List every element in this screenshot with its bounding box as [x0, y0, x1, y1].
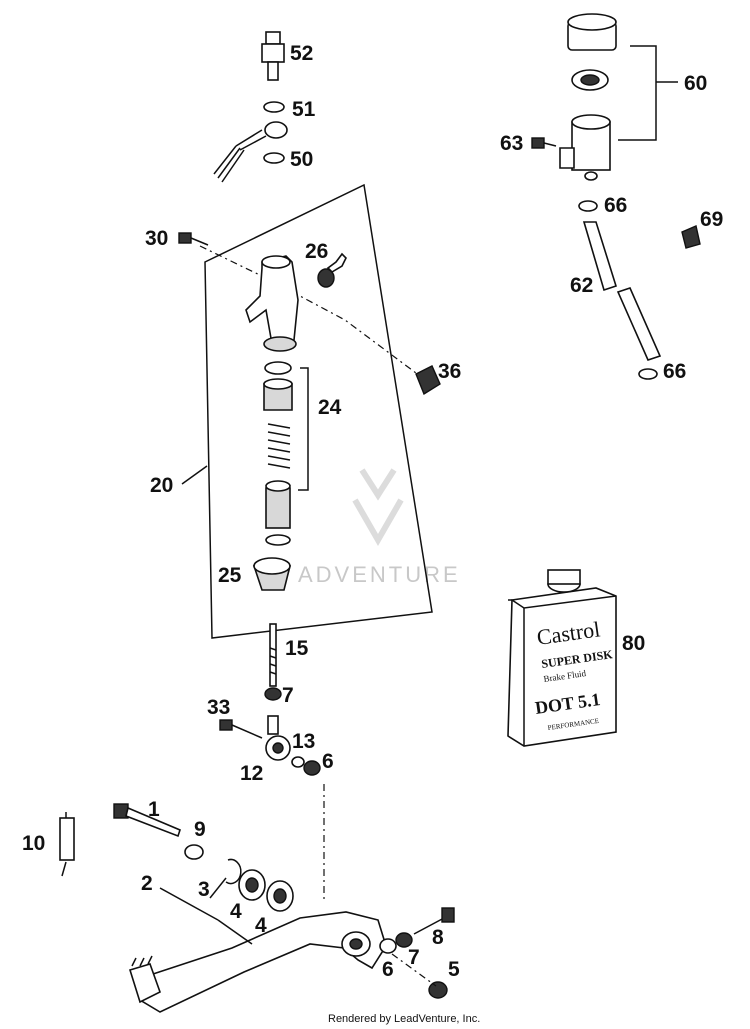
label-63: 63: [500, 132, 523, 155]
part-36-cap: [415, 365, 441, 396]
label-51: 51: [292, 98, 316, 121]
part-60-reservoir: [559, 13, 678, 181]
label-66-lower: 66: [663, 360, 686, 383]
part-12-clevis: [265, 715, 291, 761]
part-63-bolt: [531, 137, 557, 149]
label-6-upper: 6: [322, 750, 334, 773]
part-7-nut: [264, 687, 282, 701]
label-69: 69: [700, 208, 723, 231]
label-8: 8: [432, 926, 444, 949]
part-66-clamp-lower: [638, 368, 658, 380]
label-5: 5: [448, 958, 460, 981]
watermark-text: ADVENTURE: [298, 562, 461, 587]
label-4-a: 4: [230, 900, 242, 923]
circlip: [265, 534, 291, 546]
part-52-brake-switch: [261, 31, 285, 81]
part-69-grommet: [681, 225, 701, 249]
footer-credit: Rendered by LeadVenture, Inc.: [328, 1013, 480, 1025]
label-7-lower: 7: [408, 946, 420, 969]
label-10: 10: [22, 832, 45, 855]
part-50-brake-hose: [213, 121, 288, 183]
label-9: 9: [194, 818, 206, 841]
part-13-washer: [291, 756, 305, 768]
part-30-bolt: [178, 232, 209, 246]
master-cylinder-body: [245, 255, 299, 352]
part-10-spring: [59, 812, 75, 877]
part-2-brake-pedal: [128, 911, 387, 1013]
label-26: 26: [305, 240, 328, 263]
part-62-hose: [582, 221, 662, 361]
label-20: 20: [150, 474, 173, 497]
leader-lines: [159, 877, 253, 945]
label-33: 33: [207, 696, 230, 719]
part-3-circlip: [225, 858, 242, 885]
part-80-brake-fluid: Castrol SUPER DISK Brake Fluid DOT 5.1 P…: [507, 569, 617, 747]
label-25: 25: [218, 564, 242, 587]
label-66-upper: 66: [604, 194, 627, 217]
label-7-upper: 7: [282, 684, 294, 707]
label-4-b: 4: [255, 914, 267, 937]
part-5-nut: [428, 981, 448, 999]
part-1-pivot-bolt: [113, 803, 181, 838]
part-26-fitting: [317, 252, 347, 288]
label-36: 36: [438, 360, 461, 383]
label-30: 30: [145, 227, 168, 250]
part-number-labels: 52 51 50 30 26 36 24 20 25 15 7 33 13 6 …: [22, 42, 723, 981]
part-66-clamp-upper: [578, 200, 598, 212]
part-51-washer: [263, 101, 285, 113]
label-13: 13: [292, 730, 315, 753]
label-12: 12: [240, 762, 263, 785]
label-80: 80: [622, 632, 645, 655]
part-8-bolt: [413, 907, 455, 935]
part-6-washer: [379, 938, 397, 954]
label-24: 24: [318, 396, 342, 419]
watermark: ADVENTURE: [298, 468, 461, 587]
part-15-pushrod: [269, 623, 277, 687]
part-7-nut-lower: [395, 932, 413, 948]
label-15: 15: [285, 637, 309, 660]
part-6-nut: [303, 760, 321, 776]
label-60: 60: [684, 72, 707, 95]
part-25-boot: [252, 557, 292, 591]
label-3: 3: [198, 878, 210, 901]
label-62: 62: [570, 274, 593, 297]
part-33-bolt: [219, 719, 263, 739]
group-20-outline: [204, 183, 433, 639]
label-50: 50: [290, 148, 313, 171]
label-1: 1: [148, 798, 160, 821]
label-6-lower: 6: [382, 958, 394, 981]
part-9-washer: [184, 844, 204, 860]
label-2: 2: [141, 872, 153, 895]
part-4-bearings: [238, 869, 294, 912]
label-52: 52: [290, 42, 313, 65]
part-24-piston-kit: [263, 361, 309, 529]
